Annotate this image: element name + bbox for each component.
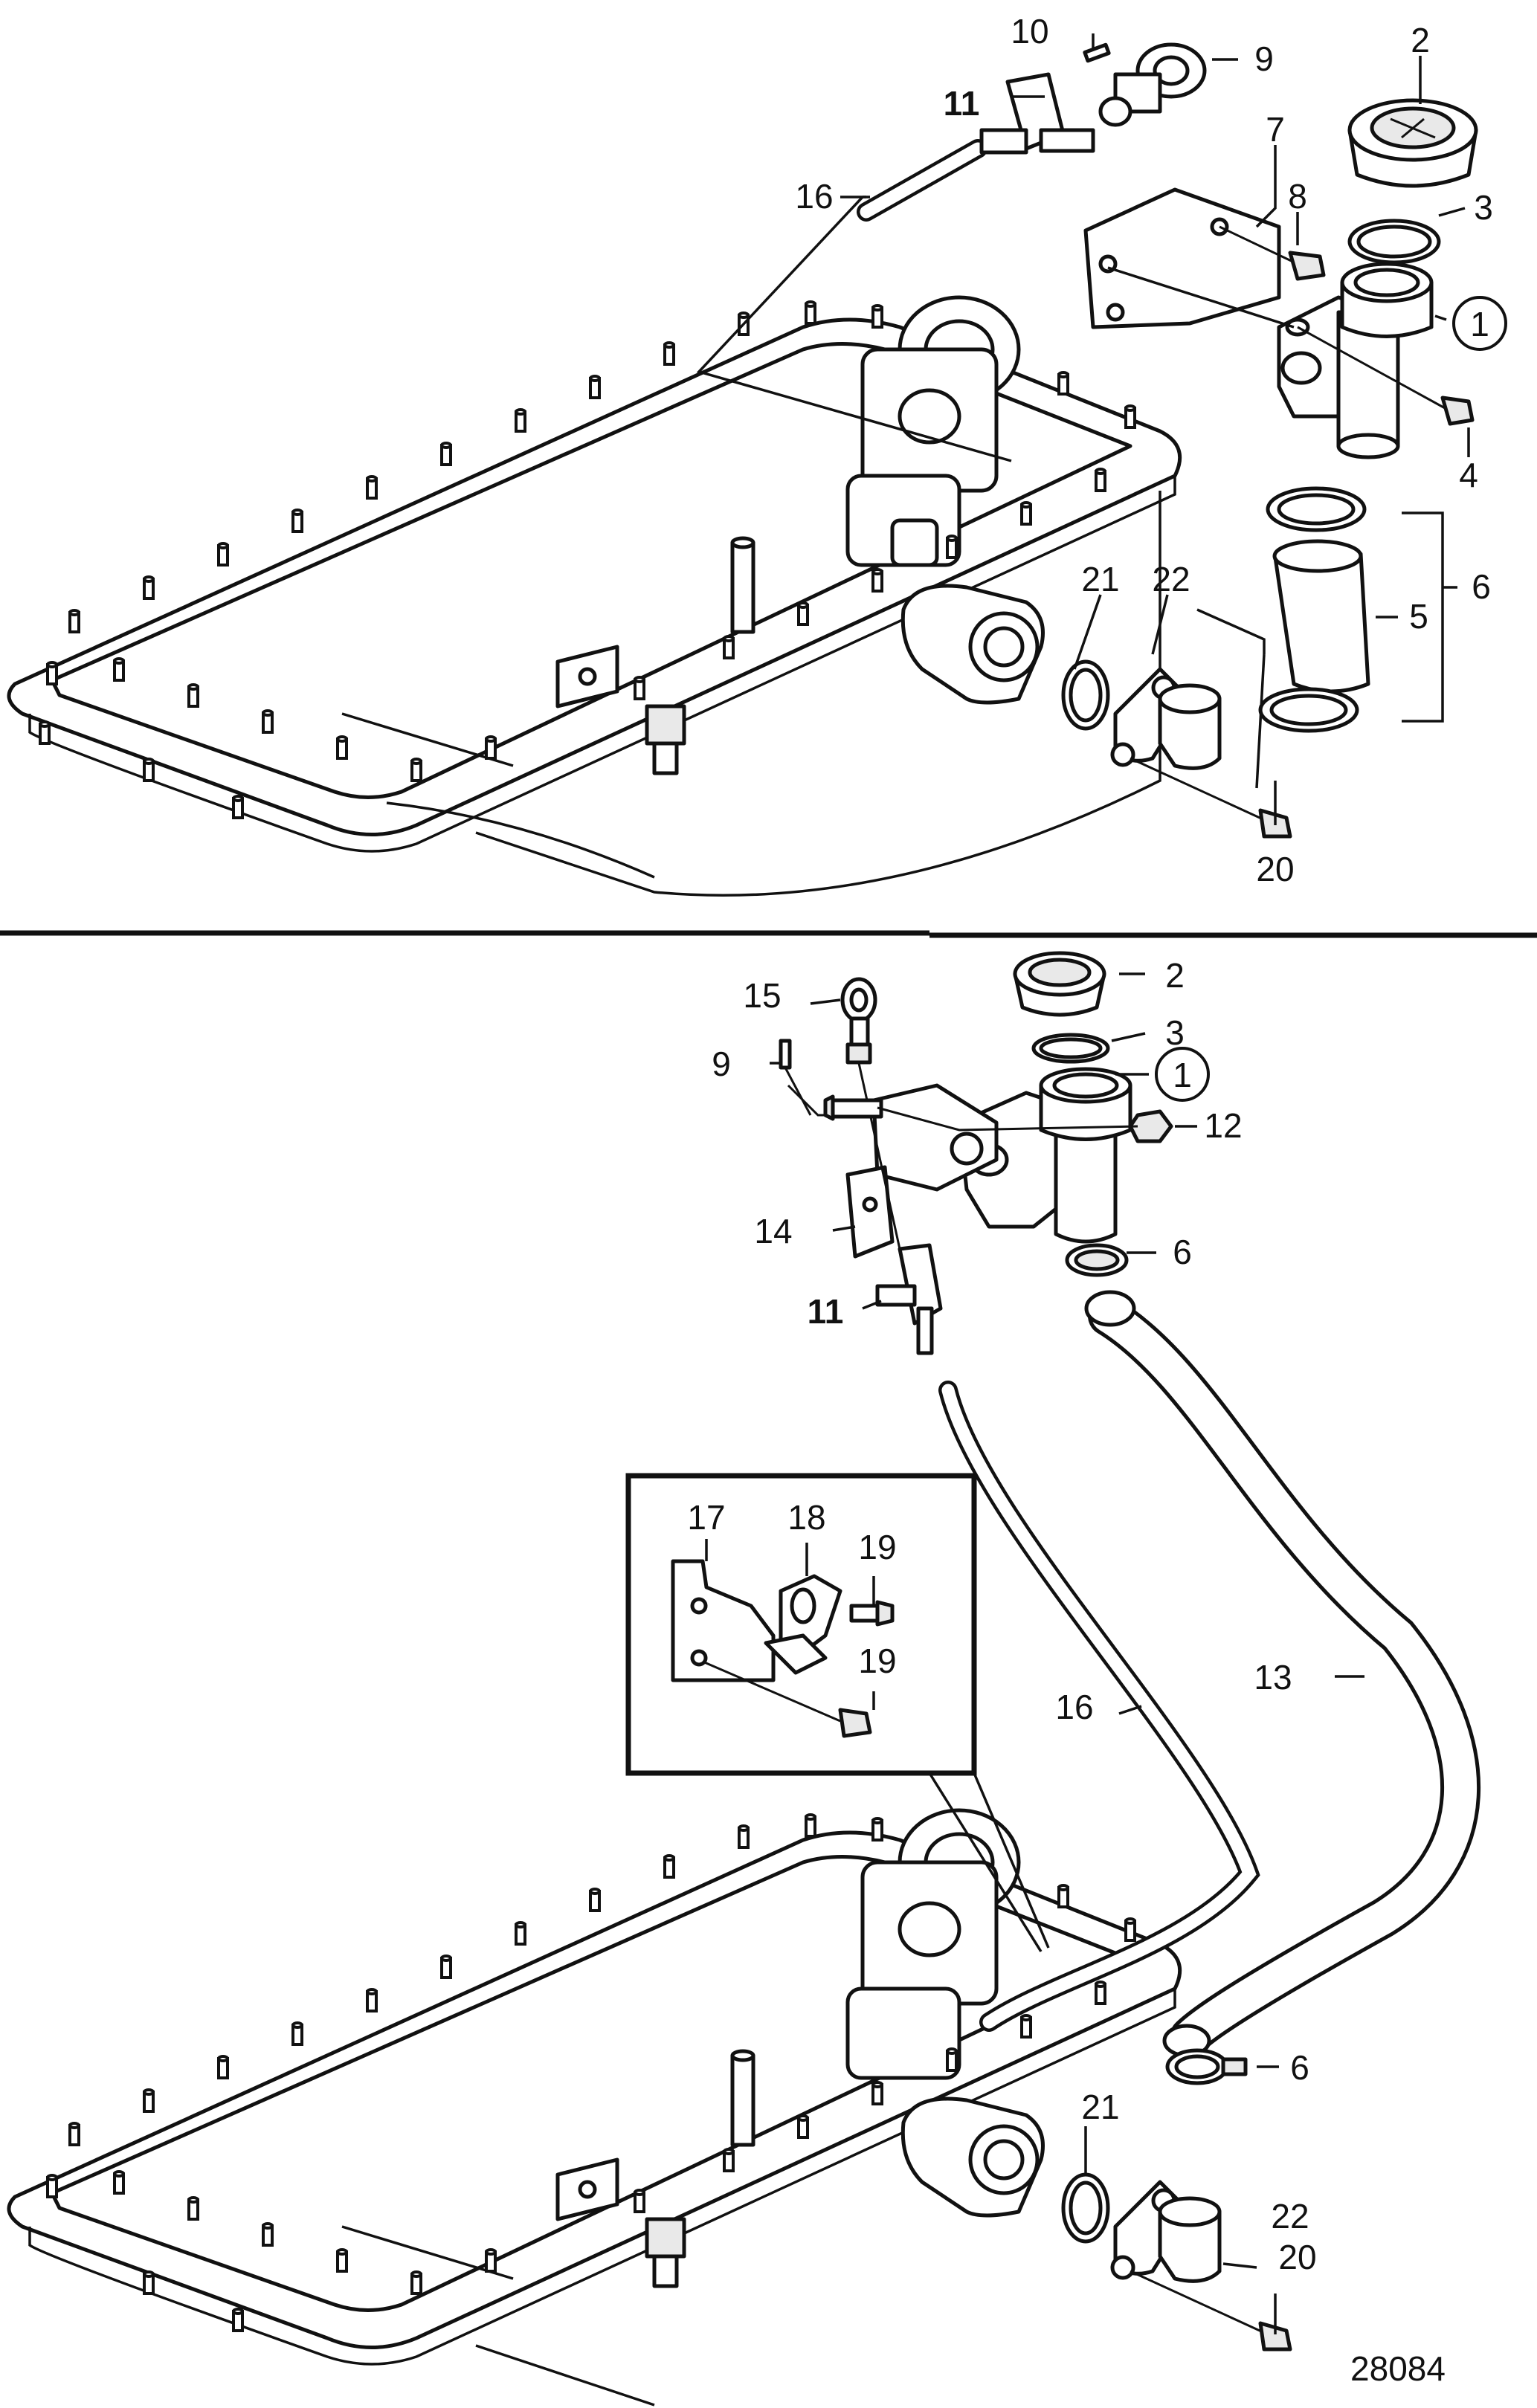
callout-3-upper: 3: [1474, 188, 1493, 227]
oil-pump-upper: [845, 295, 1021, 567]
callout-18-lower: 18: [787, 1498, 825, 1537]
callout-9-upper: 9: [1254, 39, 1274, 78]
part-2-oil-filler-cap-upper: [1347, 98, 1478, 188]
pan-bracket-upper: [555, 645, 686, 775]
pan-bracket-lower: [555, 2157, 686, 2288]
part-16-vent-tube-lower: [938, 1381, 1260, 2032]
part-14-bracket-lower: [787, 1083, 999, 1259]
oil-pan-lower: [7, 1808, 1182, 2407]
part-11-connector-upper: [979, 72, 1095, 155]
part-15-dipstick-lower: [840, 977, 901, 1250]
part-11-connector-lower: [875, 1243, 943, 1355]
callout-8-upper: 8: [1288, 177, 1307, 216]
part-22-elbow-upper: [1110, 667, 1222, 770]
callout-14-lower: 14: [754, 1212, 792, 1250]
callout-3-lower: 3: [1165, 1013, 1185, 1052]
callouts-upper: 1 2 3 4 5 6 7 8 9 10 11 16 20 21 22: [795, 12, 1507, 888]
part-19-bolt-a: [849, 1600, 895, 1627]
part-8-bolt-upper: [1219, 225, 1326, 281]
callout-19-lower-a: 19: [858, 1528, 896, 1566]
part-5-hose-upper: [1272, 539, 1370, 694]
callout-11-upper: 11: [944, 84, 980, 123]
part-9-valve-upper: [1098, 42, 1207, 127]
callout-17-lower: 17: [687, 1498, 725, 1537]
part-18-clip: [764, 1574, 842, 1675]
part-9-pin-lower: [779, 1039, 812, 1116]
part-4-bolt-upper: [1297, 326, 1475, 426]
callout-20-upper: 20: [1256, 850, 1294, 888]
callout-6-upper: 6: [1472, 567, 1491, 606]
part-16-vent-tube-upper: [857, 139, 987, 222]
part-20-bolt-upper: [1130, 757, 1292, 839]
callout-4-upper: 4: [1459, 456, 1478, 494]
callout-12-lower: 12: [1204, 1106, 1242, 1145]
dipstick-tube-upper: [730, 536, 755, 634]
part-6-hose-clamp-upper-a: [1266, 486, 1367, 532]
callout-19-lower-b: 19: [858, 1642, 896, 1680]
oil-pan-upper: [7, 295, 1182, 897]
part-19-bolt-b: [702, 1660, 872, 1738]
part-6-hose-clamp-lower-a: [1065, 1243, 1129, 1277]
part-1-filler-neck-upper: [1277, 262, 1434, 459]
filler-elbow-housing-upper: [900, 584, 1045, 705]
circle-callout-1-upper: [1452, 296, 1507, 351]
callout-6-lower-a: 6: [1173, 1233, 1192, 1271]
callout-5-upper: 5: [1409, 597, 1428, 636]
part-2-oil-filler-cap-lower: [1013, 951, 1106, 1017]
part-6-hose-clamp-upper-b: [1258, 687, 1359, 733]
detail-inset-box: [625, 1473, 1050, 1952]
part-17-plate: [671, 1559, 776, 1682]
part-10-pin-upper: [1083, 42, 1111, 63]
callout-22-upper: 22: [1152, 560, 1190, 598]
callout-22-lower: 22: [1271, 2197, 1309, 2236]
callout-1-upper: 1: [1470, 305, 1489, 343]
callout-9-lower: 9: [712, 1045, 731, 1083]
part-3-seal-ring-lower: [1031, 1033, 1110, 1064]
part-20-bolt-lower: [1130, 2270, 1292, 2351]
callout-7-upper: 7: [1266, 110, 1285, 149]
callout-6-lower-b: 6: [1290, 2048, 1309, 2087]
callout-15-lower: 15: [743, 976, 781, 1015]
filler-elbow-housing-lower: [900, 2096, 1045, 2218]
part-3-seal-ring-upper: [1347, 219, 1441, 265]
callout-16-lower: 16: [1055, 1688, 1093, 1726]
callout-16-upper: 16: [795, 177, 833, 216]
callout-2-upper: 2: [1411, 21, 1430, 59]
upper-view: [7, 33, 1478, 897]
drawing-number: 28084: [1350, 2349, 1446, 2388]
leader-lines-lower: [770, 972, 1364, 2334]
bracket-bolt-lower: [823, 1094, 1138, 1132]
part-13-hose-lower: [1084, 1290, 1481, 2058]
part-7-bracket-upper: [1083, 187, 1295, 329]
part-21-o-ring-upper: [1061, 659, 1110, 731]
callout-11-lower: 11: [808, 1292, 844, 1331]
circle-callout-1-lower: [1155, 1047, 1210, 1102]
part-22-elbow-lower: [1110, 2180, 1222, 2283]
callout-21-upper: 21: [1081, 560, 1119, 598]
callout-21-lower: 21: [1081, 2088, 1119, 2126]
callouts-lower: 1 2 3 6 6 9 11 12 13 14 15 16 17 18 19 1…: [687, 956, 1316, 2276]
part-6-hose-clamp-lower-b: [1165, 2048, 1248, 2085]
callout-10-upper: 10: [1011, 12, 1048, 51]
leader-lines-upper: [696, 33, 1470, 825]
oil-pump-lower: [845, 1808, 1021, 2080]
callout-1-lower: 1: [1173, 1056, 1192, 1094]
dipstick-tube-lower: [730, 2049, 755, 2147]
part-21-o-ring-lower: [1061, 2172, 1110, 2244]
callout-20-lower: 20: [1278, 2238, 1316, 2276]
lower-view: [7, 951, 1481, 2407]
callout-13-lower: 13: [1254, 1658, 1292, 1697]
callout-2-lower: 2: [1165, 956, 1185, 995]
